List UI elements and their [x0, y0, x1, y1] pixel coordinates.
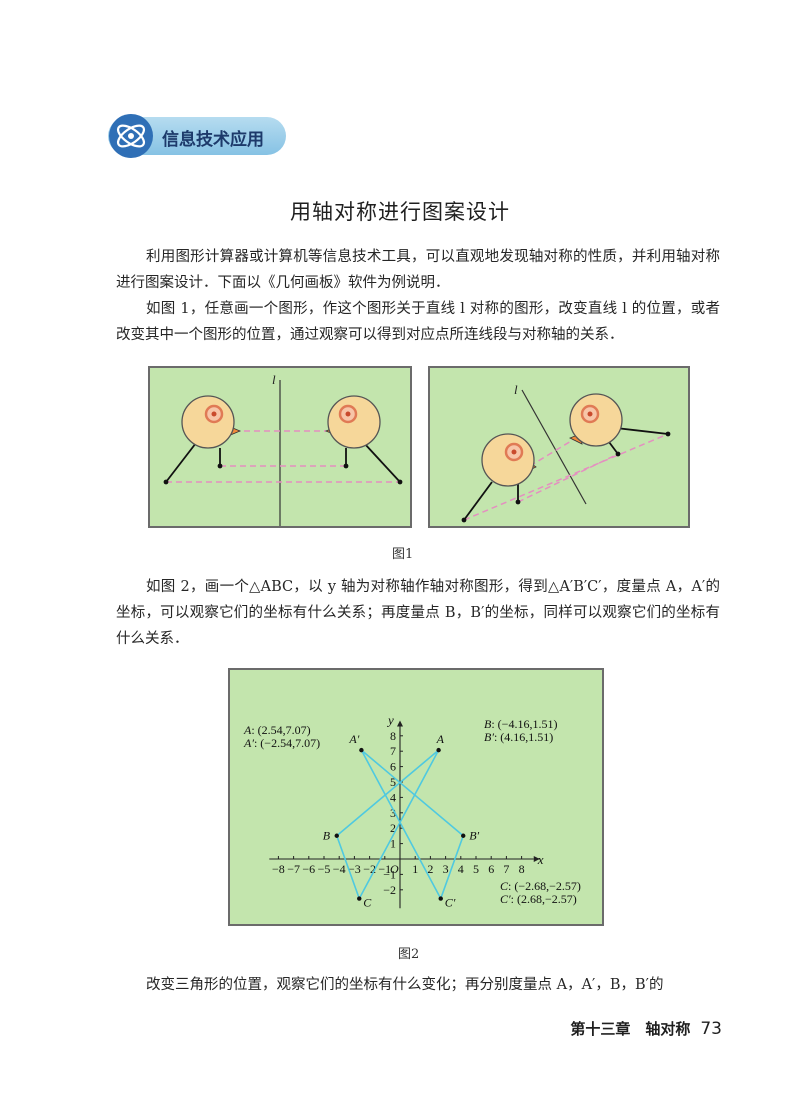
x-tick-label: 2 [427, 862, 433, 876]
y-tick-label: 3 [390, 806, 396, 820]
origin-label: O [390, 862, 399, 876]
y-tick-label: 8 [390, 729, 396, 743]
y-axis-arrow [397, 720, 403, 727]
readout-c: C: (−2.68,−2.57) [500, 879, 581, 893]
point-C-prime [438, 896, 443, 901]
x-tick-label: −3 [348, 862, 361, 876]
y-axis-label: y [386, 713, 394, 728]
point-label: B [323, 829, 331, 843]
figure1-left-panel: l [148, 366, 412, 528]
triangle-abc [335, 749, 440, 901]
x-tick-label: 4 [458, 862, 464, 876]
atom-icon [109, 114, 153, 158]
x-axis-arrow [533, 856, 540, 862]
bird-original [163, 395, 242, 485]
x-tick-label: −5 [318, 862, 331, 876]
bird-original [461, 433, 537, 523]
readout-c-prime: C′: (2.68,−2.57) [500, 892, 577, 906]
x-tick-label: −6 [302, 862, 315, 876]
y-tick-label: −2 [383, 883, 396, 897]
y-tick-label: 7 [390, 744, 396, 758]
point-A-prime [359, 747, 364, 753]
figure1-right-drawing: l [461, 382, 671, 523]
x-tick-label: 5 [473, 862, 479, 876]
point-label: A [436, 732, 445, 746]
figure1-caption: 图1 [392, 547, 414, 562]
point-B [334, 833, 339, 838]
point-label: A′ [348, 732, 359, 746]
point-label: B′ [469, 829, 479, 843]
point-C [357, 896, 362, 901]
x-tick-label: −2 [363, 862, 376, 876]
symmetry-axis-label: l [514, 382, 518, 397]
point-label: C [363, 896, 372, 910]
y-tick-label: 6 [390, 760, 396, 774]
y-tick-label: 2 [390, 821, 396, 835]
paragraph-intro: 利用图形计算器或计算机等信息技术工具，可以直观地发现轴对称的性质，并利用轴对称进… [116, 249, 720, 291]
page-footer: 第十三章 轴对称 73 [570, 1018, 722, 1039]
y-tick-label: 5 [390, 775, 396, 789]
page-number: 73 [700, 1019, 722, 1039]
point-A [436, 747, 441, 753]
readout-a-prime: A′: (−2.54,7.07) [243, 736, 320, 750]
point-label: C′ [445, 896, 456, 910]
point-B-prime [461, 833, 466, 838]
bird-reflected [324, 395, 403, 485]
y-tick-label: 1 [390, 837, 396, 851]
x-tick-label: 7 [503, 862, 509, 876]
x-tick-label: 3 [443, 862, 449, 876]
paragraph-figure1: 如图 1，任意画一个图形，作这个图形关于直线 l 对称的图形，改变直线 l 的位… [116, 301, 720, 343]
bird-reflected [569, 393, 671, 457]
triangle-abc-prime [360, 749, 465, 901]
x-axis-label: x [537, 852, 544, 867]
symmetry-axis-label: l [272, 372, 276, 387]
readout-a: A: (2.54,7.07) [243, 723, 311, 737]
x-tick-label: −8 [272, 862, 285, 876]
figure1-left-drawing: l [163, 372, 403, 526]
x-tick-label: −1 [378, 862, 391, 876]
paragraph-continue: 改变三角形的位置，观察它们的坐标有什么变化；再分别度量点 A，A′，B，B′的 [146, 977, 664, 993]
x-tick-label: 8 [519, 862, 525, 876]
section-label: 信息技术应用 [162, 130, 264, 150]
x-tick-label: −7 [287, 862, 300, 876]
x-tick-label: 6 [488, 862, 494, 876]
readout-b: B: (−4.16,1.51) [484, 717, 557, 731]
figure1-right-panel: l [428, 366, 690, 528]
page-title: 用轴对称进行图案设计 [290, 200, 510, 224]
y-tick-label: −1 [383, 867, 396, 881]
y-tick-label: 4 [390, 790, 396, 804]
chapter-title: 第十三章 轴对称 [570, 1020, 691, 1038]
paragraph-figure2: 如图 2，画一个△ABC，以 y 轴为对称轴作轴对称图形，得到△A′B′C′，度… [116, 579, 720, 647]
x-tick-label: −4 [333, 862, 346, 876]
x-tick-label: 1 [412, 862, 418, 876]
figure2-caption: 图2 [398, 947, 420, 962]
readout-b-prime: B′: (4.16,1.51) [484, 730, 553, 744]
